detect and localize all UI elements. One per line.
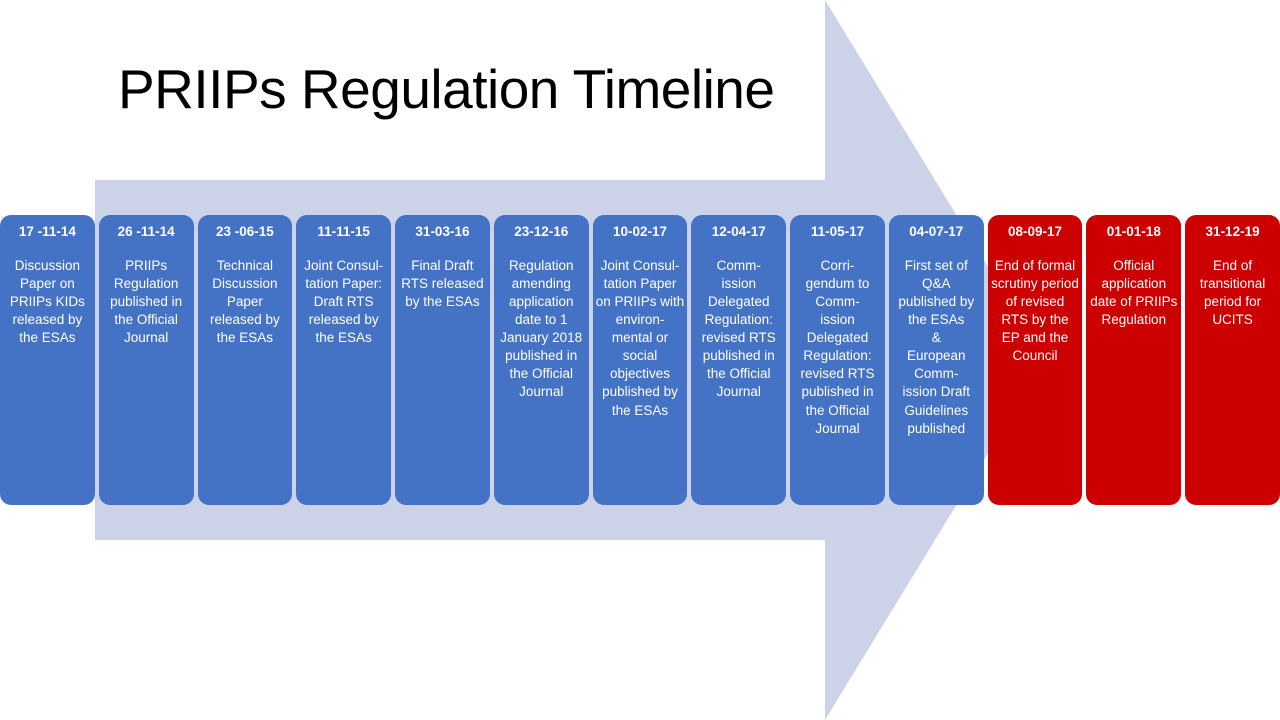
- milestone-date: 23-12-16: [514, 224, 569, 239]
- milestone-date: 08-09-17: [1008, 224, 1063, 239]
- milestone-description: Final Draft RTS released by the ESAs: [401, 257, 484, 310]
- milestone-description: Official application date of PRIIPs Regu…: [1090, 257, 1178, 328]
- page-title: PRIIPs Regulation Timeline: [118, 58, 775, 121]
- milestone-date: 17 -11-14: [18, 224, 76, 239]
- milestone-date: 11-05-17: [810, 224, 865, 239]
- milestone-description: Technical Discussion Paper released by t…: [210, 257, 280, 346]
- milestone-description: Corri- gendum to Comm- ission Delegated …: [800, 257, 875, 436]
- milestone-date: 11-11-15: [317, 224, 370, 239]
- milestone-description: Regulation amending application date to …: [500, 257, 583, 400]
- milestone-date: 10-02-17: [612, 224, 667, 239]
- milestone-description: Discussion Paper on PRIIPs KIDs released…: [9, 257, 85, 346]
- milestone-date: 04-07-17: [909, 224, 964, 239]
- milestone-description: Joint Consul- tation Paper on PRIIPs wit…: [595, 257, 685, 418]
- milestone-description: Joint Consul- tation Paper: Draft RTS re…: [304, 257, 384, 346]
- milestone-description: First set of Q&A published by the ESAs &…: [898, 257, 975, 436]
- title-panel: PRIIPs Regulation Timeline: [0, 0, 825, 180]
- milestone-date: 01-01-18: [1106, 224, 1161, 239]
- milestone-description: PRIIPs Regulation published in the Offic…: [110, 257, 183, 346]
- milestone-description: End of formal scrutiny period of revised…: [991, 257, 1079, 364]
- milestone-description: Comm- ission Delegated Regulation: revis…: [701, 257, 776, 400]
- milestone-date: 31-12-19: [1205, 224, 1260, 239]
- milestone-date: 26 -11-14: [117, 224, 175, 239]
- milestone-date: 12-04-17: [711, 224, 766, 239]
- milestone-date: 31-03-16: [415, 224, 470, 239]
- milestone-description: End of transitional period for UCITS: [1199, 257, 1266, 328]
- milestone-date: 23 -06-15: [216, 224, 274, 239]
